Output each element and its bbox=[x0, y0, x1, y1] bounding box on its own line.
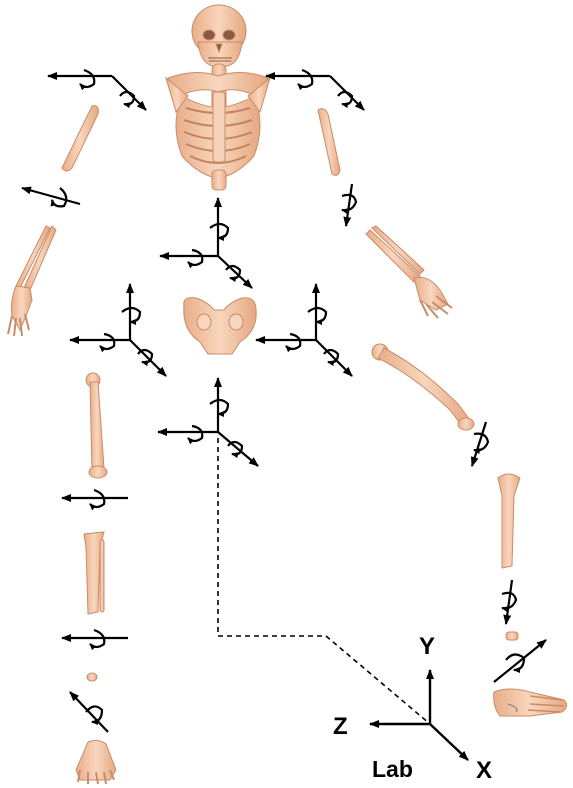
bones bbox=[8, 5, 567, 784]
thorax bbox=[166, 64, 270, 190]
lab-x-axis-label: X bbox=[476, 757, 492, 784]
segment-frames bbox=[22, 70, 546, 732]
trunk-axes-icon bbox=[160, 198, 252, 288]
right-hip-axes-icon bbox=[256, 284, 352, 376]
pelvis-to-lab-dashed-line bbox=[218, 438, 430, 724]
right-foot bbox=[494, 689, 567, 716]
left-ankle-axis-icon bbox=[62, 630, 128, 647]
right-knee-axis-icon bbox=[472, 422, 488, 466]
left-talus bbox=[87, 673, 97, 681]
left-forearm-hand bbox=[8, 226, 56, 336]
skull bbox=[192, 5, 246, 66]
right-elbow-axis-icon bbox=[342, 184, 356, 226]
left-shoulder-axes-icon bbox=[48, 70, 146, 110]
right-femur bbox=[372, 344, 474, 430]
left-hip-axes-icon bbox=[70, 284, 166, 376]
right-shoulder-axes-icon bbox=[266, 70, 364, 110]
lab-frame-label: Lab bbox=[372, 756, 413, 782]
left-knee-axis-icon bbox=[62, 490, 128, 507]
left-elbow-axis-icon bbox=[22, 188, 80, 206]
right-subtalar-axis-icon bbox=[494, 640, 546, 682]
left-subtalar-axis-icon bbox=[70, 692, 108, 732]
right-talus bbox=[506, 632, 518, 640]
lab-y-axis-label: Y bbox=[419, 633, 435, 660]
right-tibia-fibula bbox=[498, 474, 520, 568]
pelvis bbox=[184, 298, 256, 354]
lab-frame-icon bbox=[370, 670, 468, 760]
pelvis-axes-icon bbox=[158, 378, 258, 466]
right-humerus bbox=[318, 109, 340, 176]
left-foot bbox=[76, 740, 116, 784]
lab-z-axis-label: Z bbox=[333, 713, 348, 740]
right-ankle-axis-icon bbox=[502, 580, 516, 624]
left-femur bbox=[86, 373, 107, 478]
left-humerus bbox=[62, 106, 98, 171]
left-tibia-fibula bbox=[84, 532, 104, 614]
right-forearm-hand bbox=[366, 226, 452, 318]
